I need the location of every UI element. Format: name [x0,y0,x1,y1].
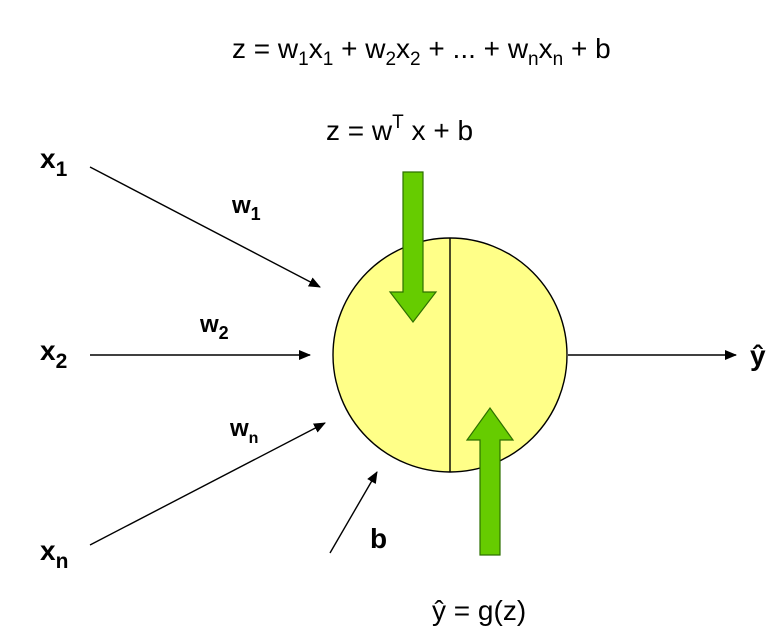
weight-wn-label: wn [229,415,258,447]
input-x2-label: x2 [40,335,67,373]
weight-w2-label: w2 [199,311,229,343]
linear-combination-arrow-icon [388,171,438,323]
input-x1-label: x1 [40,143,68,181]
bias-label: b [370,523,387,554]
weight-w1-label: w1 [231,192,261,224]
vector-equation: z = wT x + b [326,112,473,146]
output-label: ŷ [750,340,766,371]
input-xn-label: xn [40,535,68,573]
input-arrow-xn [89,422,326,546]
full-equation: z = w1x1 + w2x2 + ... + wnxn + b [232,33,611,70]
activation-arrow-icon [465,406,515,556]
bias-arrow [329,471,378,554]
activation-equation: ŷ = g(z) [432,595,526,626]
input-arrow-x1 [89,166,321,288]
